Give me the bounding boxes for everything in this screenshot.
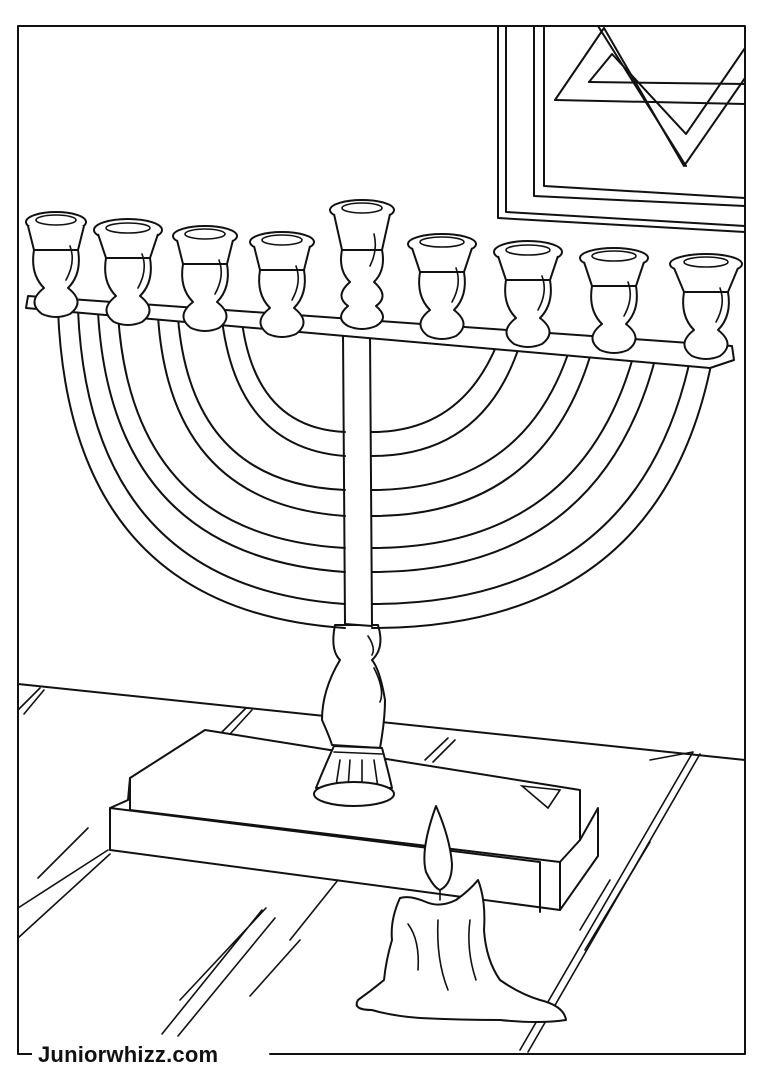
cup-9 (669, 253, 743, 360)
site-credit: Juniorwhizz.com (32, 1042, 225, 1068)
candle-cups (25, 199, 743, 360)
page-border (17, 25, 746, 1055)
cup-2 (93, 218, 163, 326)
cup-4 (249, 231, 315, 338)
menorah-stem (313, 331, 395, 807)
cup-8 (579, 247, 649, 354)
menorah-base (109, 729, 599, 913)
cup-6 (407, 233, 477, 340)
star-of-david-frame (497, 25, 746, 233)
cup-7 (493, 240, 563, 348)
menorah-arms (57, 309, 713, 629)
cup-3 (172, 225, 238, 332)
melting-candle (355, 805, 567, 1023)
cup-1 (25, 211, 87, 318)
cup-5-shamash (329, 199, 395, 330)
